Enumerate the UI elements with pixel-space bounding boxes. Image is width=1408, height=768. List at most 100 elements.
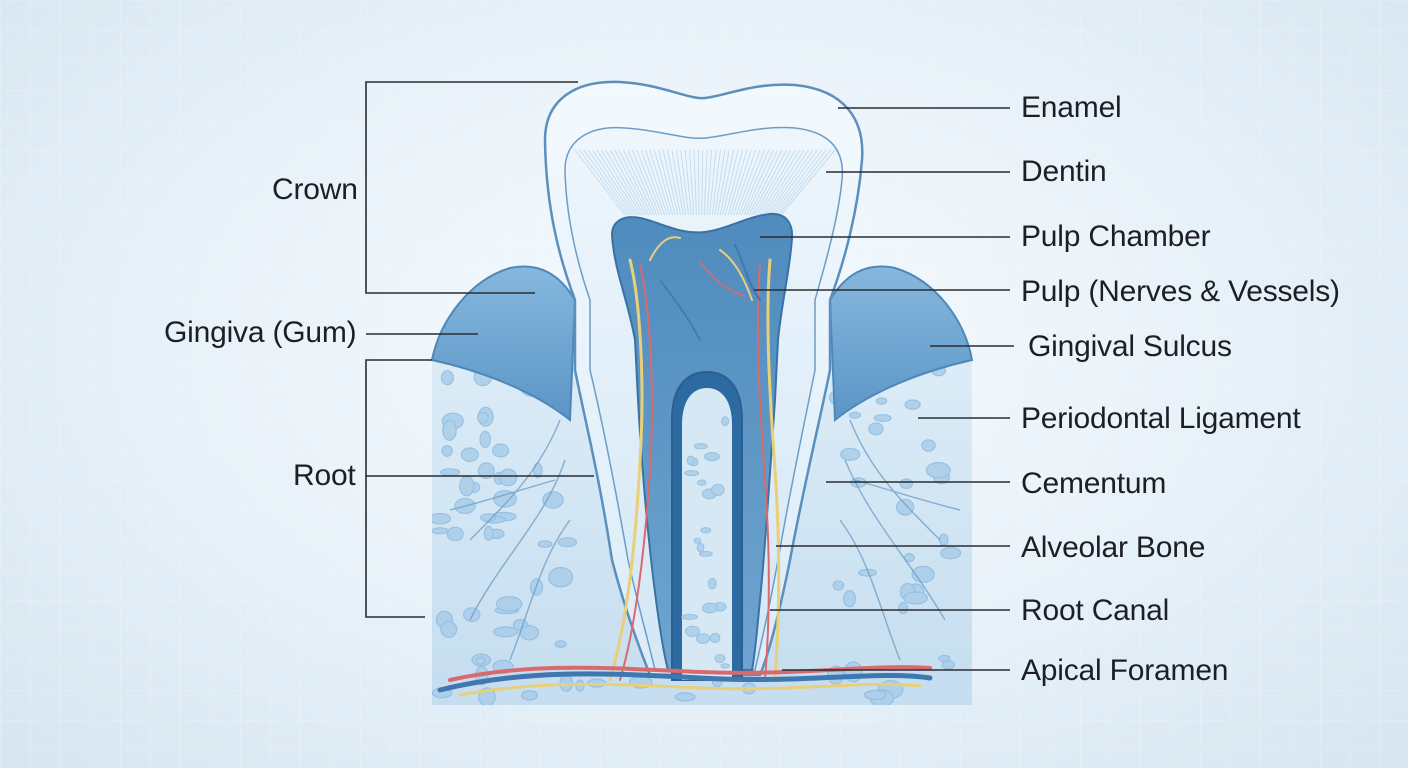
dentin-tubule: [689, 149, 695, 216]
bone-pore: [709, 632, 721, 644]
bone-pore: [941, 659, 956, 670]
dentin-tubule: [609, 149, 647, 216]
bone-pore: [898, 602, 909, 615]
bone-pore: [686, 455, 695, 466]
dentin-tubule: [732, 149, 757, 216]
dentin-tubule: [727, 149, 748, 216]
dentin-tubule: [658, 149, 676, 216]
bone-pore: [479, 430, 491, 449]
label-pulp: Pulp (Nerves & Vessels): [1021, 275, 1340, 308]
dentin-tubule: [778, 149, 831, 216]
label-gingiva: Gingiva (Gum): [164, 316, 357, 349]
dentin-tubule: [730, 149, 752, 216]
dentin-tubule: [756, 149, 796, 216]
bone-pore: [938, 533, 949, 547]
label-root: Root: [293, 459, 356, 492]
bone-pore: [840, 447, 861, 461]
bone-pore: [699, 551, 713, 557]
dentin-tubule: [764, 149, 810, 216]
dentin-tubule: [754, 149, 792, 216]
bone-pore: [685, 625, 700, 637]
bone-pore: [696, 633, 711, 644]
dentin-tubule: [592, 149, 637, 216]
bone-pore: [899, 478, 914, 489]
dentin-tubule: [640, 149, 666, 216]
bone-pore: [863, 689, 887, 701]
dentin-tubule: [706, 149, 713, 216]
dentin-tubule: [703, 149, 708, 216]
bone-pore: [714, 654, 726, 663]
label-crown: Crown: [272, 173, 358, 206]
bone-pore: [904, 399, 921, 410]
dentin-tubule: [740, 149, 770, 216]
label-root-canal: Root Canal: [1021, 594, 1170, 627]
dentin-tubule: [725, 149, 743, 216]
dentin-tubule: [769, 149, 818, 216]
dentin-tubules: [574, 149, 836, 216]
bone-pore: [463, 607, 481, 623]
bone-pore: [697, 479, 707, 486]
bone-pore: [440, 370, 454, 386]
dentin-tubule: [653, 149, 674, 216]
bone-pore: [720, 663, 730, 669]
dentin-tubule: [587, 149, 634, 216]
bone-pore: [442, 419, 457, 441]
bone-pore: [848, 411, 862, 419]
bone-pore: [940, 546, 962, 560]
dentin-tubule: [618, 149, 652, 216]
dentin-tubule: [719, 149, 735, 216]
dentin-tubule: [631, 149, 660, 216]
label-gingival-sulcus: Gingival Sulcus: [1028, 330, 1232, 363]
bone-pore: [921, 439, 936, 452]
bone-pore: [704, 452, 720, 462]
bone-pore: [440, 620, 458, 638]
dentin-tubule: [780, 149, 836, 216]
bone-pore: [446, 526, 464, 542]
label-apical-foramen: Apical Foramen: [1021, 654, 1229, 687]
dentin-tubule: [759, 149, 801, 216]
dentin-tubule: [684, 149, 692, 216]
dentin-tubule: [645, 149, 668, 216]
dentin-tubule: [717, 149, 730, 216]
bone-pore: [832, 580, 845, 591]
dentin-tubule: [762, 149, 805, 216]
bone-pore: [477, 411, 489, 424]
bone-pore: [499, 468, 518, 487]
bone-pore: [696, 542, 705, 553]
dentin-tubule: [775, 149, 827, 216]
dentin-tubule: [578, 149, 629, 216]
bone-pore: [694, 443, 708, 450]
dentin-tubule: [743, 149, 774, 216]
bone-pore: [432, 512, 452, 525]
bone-pore: [432, 527, 449, 535]
bone-pore: [684, 470, 700, 477]
bone-pore: [895, 498, 915, 516]
dentin-tubule: [623, 149, 655, 216]
bone-pore: [492, 443, 510, 458]
bone-pore: [460, 447, 479, 462]
bone-pore: [542, 491, 564, 509]
dentin-tubule: [711, 149, 721, 216]
bone-pore: [441, 445, 453, 457]
dentin-tubule: [614, 149, 650, 216]
bone-vessels: [449, 419, 961, 661]
dentin-tubule: [605, 149, 644, 216]
bone-pore: [477, 462, 495, 479]
bone-pore: [475, 656, 486, 665]
bone-pore: [903, 591, 928, 605]
pulp-nerves-vessels: [608, 236, 781, 682]
bone-pore: [707, 578, 717, 590]
dentin-tubule: [772, 149, 823, 216]
bone-pore: [493, 626, 519, 638]
dentin-tubule: [751, 149, 787, 216]
bone-pore: [557, 537, 578, 548]
dentin-tubule: [735, 149, 761, 216]
label-pulp-chamber: Pulp Chamber: [1021, 220, 1211, 253]
dentin-tubule: [746, 149, 779, 216]
dentin-tubule: [636, 149, 663, 216]
leader-lines: [365, 81, 1014, 671]
bone-pore: [459, 475, 475, 497]
dentin-tubule: [714, 149, 726, 216]
bone-pore: [701, 602, 718, 614]
